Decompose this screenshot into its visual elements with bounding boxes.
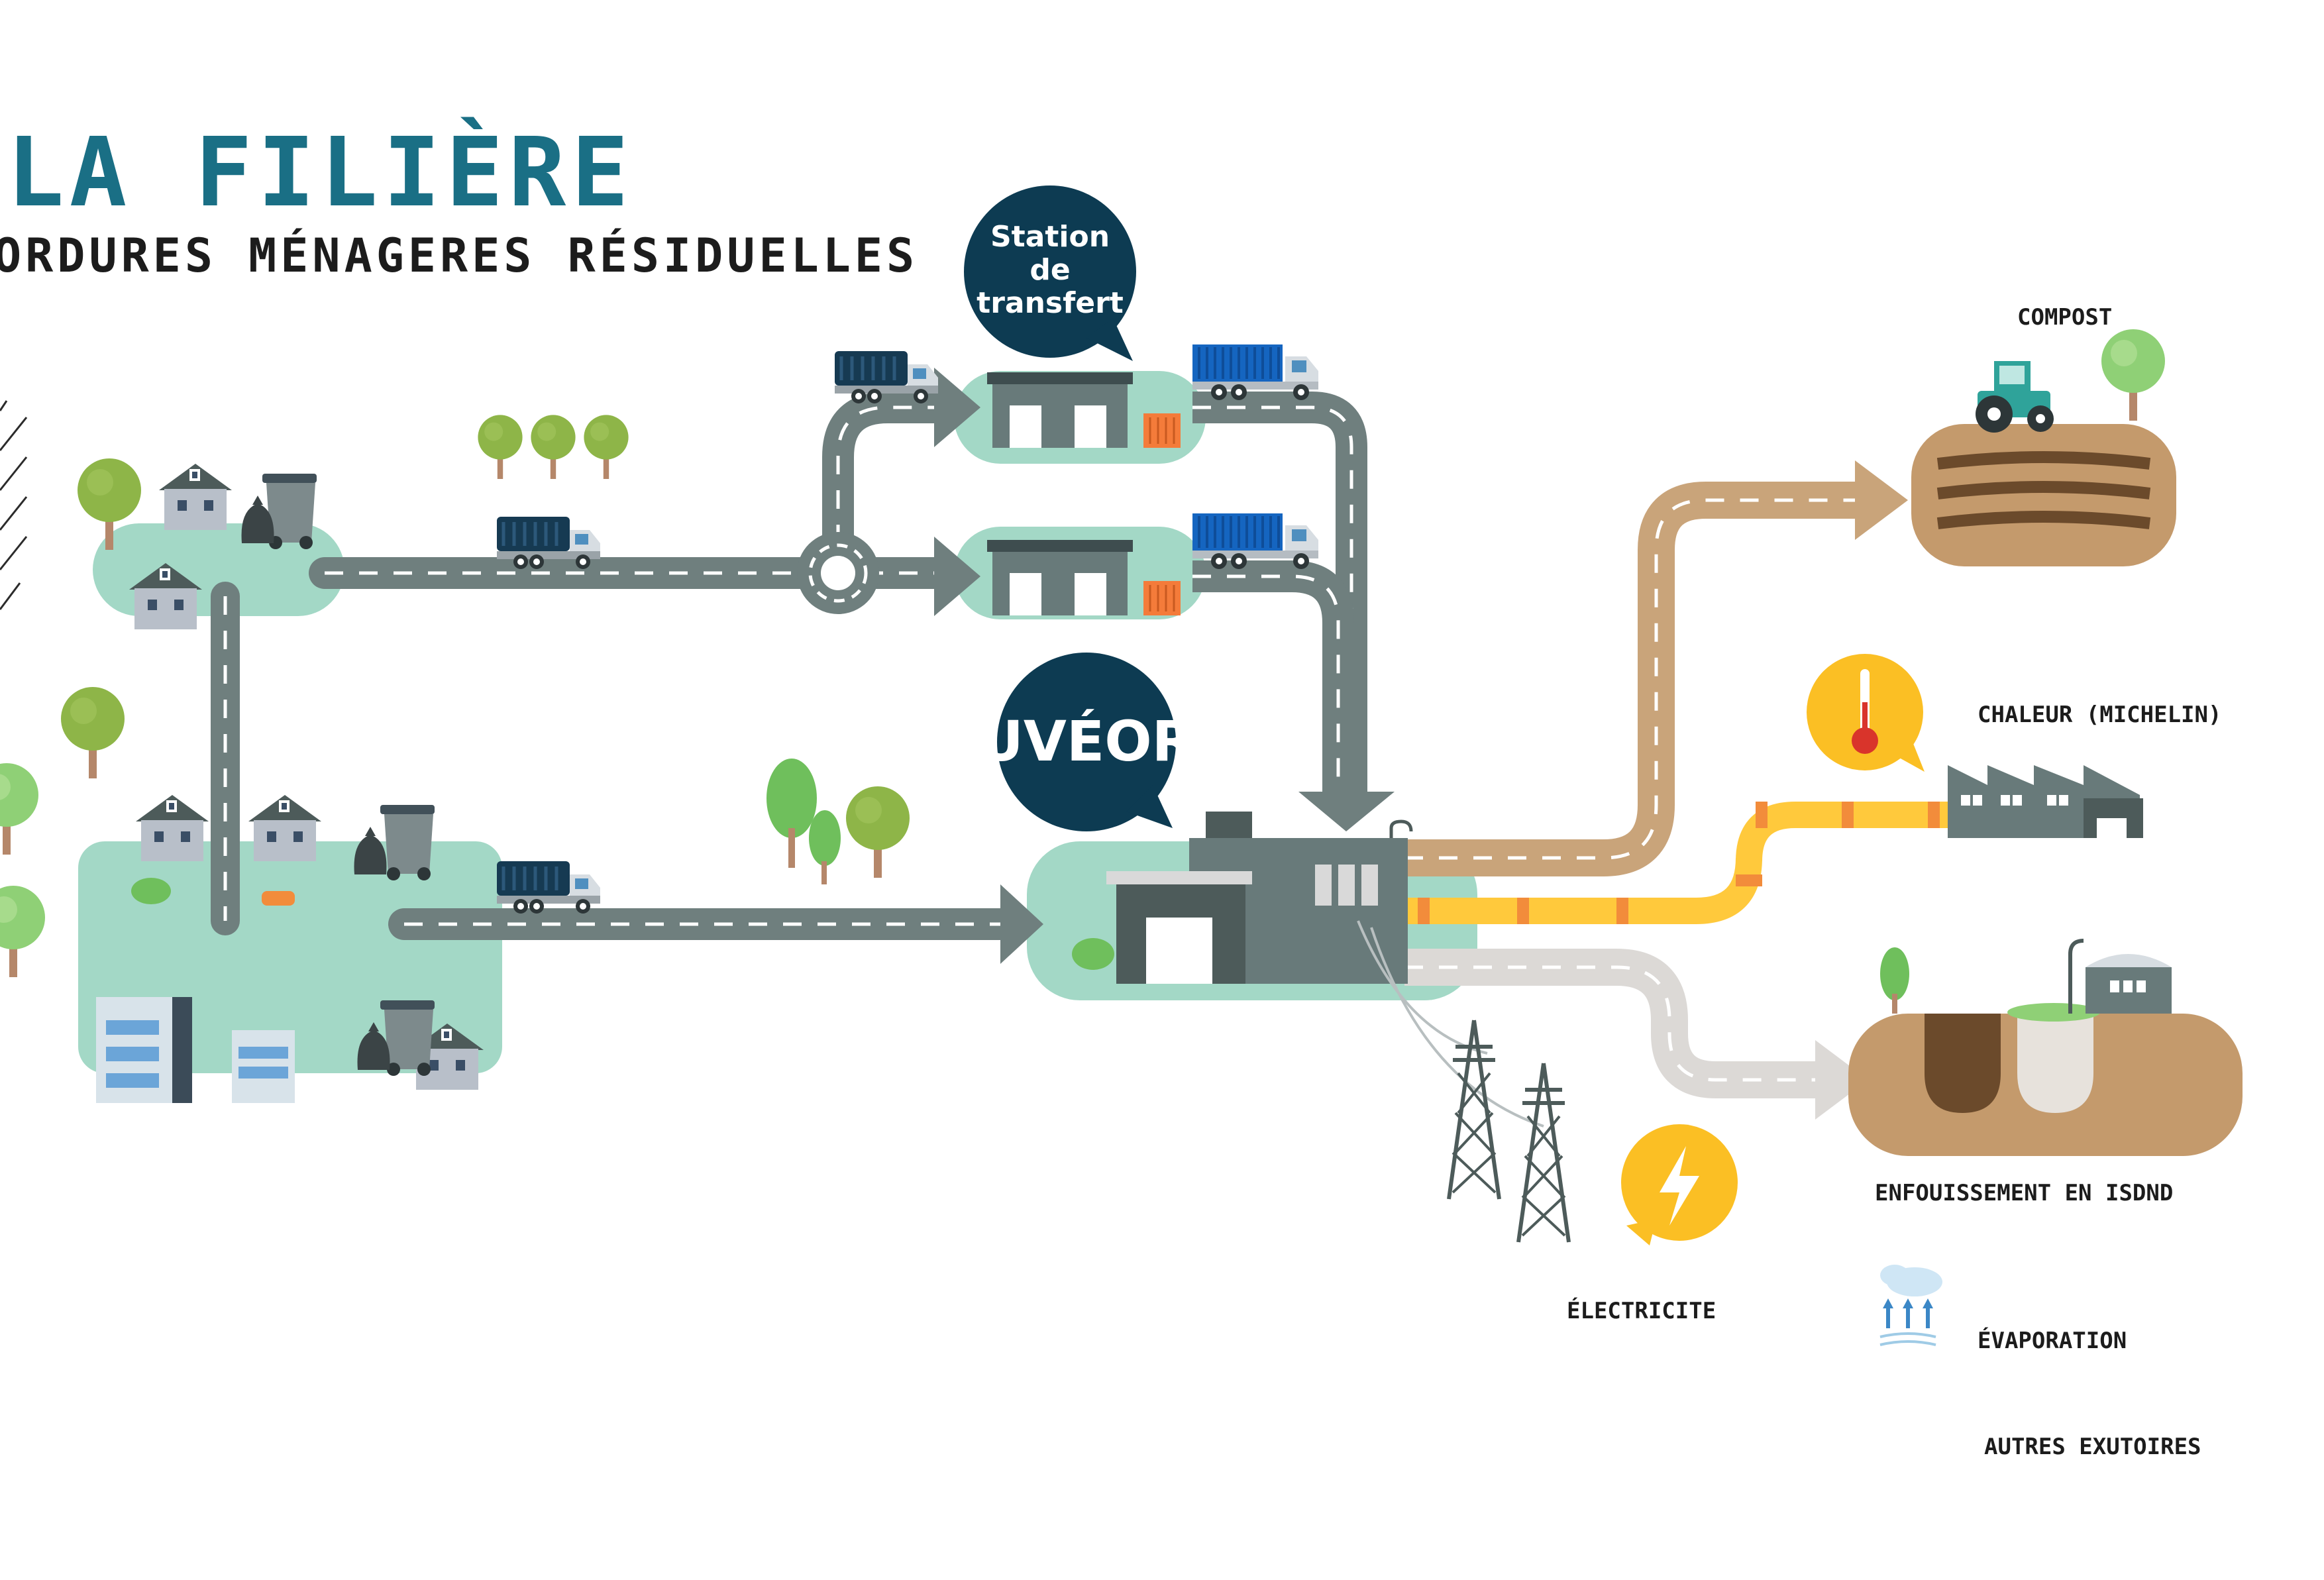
station-label-line3: transfert: [977, 286, 1124, 320]
evaporation-icon: [1879, 1265, 1942, 1346]
landfill-flow: [1404, 949, 1868, 1120]
factory-icon: [1072, 812, 1413, 984]
enfouissement-label: ENFOUISSEMENT EN ISDND: [1875, 1180, 2173, 1206]
electricite-label: ÉLECTRICITE: [1567, 1297, 1716, 1324]
village-bottom: [0, 687, 484, 1103]
thermometer-icon: [1807, 654, 1925, 772]
uveor-bubble: UVÉOR: [978, 653, 1195, 831]
heat-flow: [1404, 802, 1948, 924]
evaporation-label: ÉVAPORATION: [1978, 1327, 2127, 1354]
hatch-decoration: [0, 400, 28, 610]
page-title: LA FILIÈRE: [7, 117, 634, 228]
station-label-line1: Station: [990, 220, 1110, 254]
autres-exutoires-label: AUTRES EXUTOIRES: [1984, 1434, 2201, 1460]
tractor-icon: [1976, 361, 2054, 433]
michelin-factory: [1948, 765, 2143, 838]
road-trees: [478, 415, 910, 884]
compost-field: [1911, 329, 2176, 566]
landfill-icon: [1848, 939, 2243, 1156]
station-label-line2: de: [1030, 253, 1070, 287]
station-transfert-bubble: Station de transfert: [964, 185, 1136, 361]
lightning-icon: [1621, 1124, 1738, 1245]
page-subtitle: ORDURES MÉNAGERES RÉSIDUELLES: [0, 229, 918, 283]
compost-flow: [1404, 460, 1908, 876]
compost-label: COMPOST: [2017, 304, 2112, 331]
roundabout-icon: [797, 532, 879, 614]
container-truck-icon: [1191, 343, 1320, 570]
pylon-icon: [1357, 920, 1569, 1242]
road-network: [211, 392, 1367, 940]
uveor-label: UVÉOR: [978, 709, 1195, 774]
road-arrows: [934, 368, 1395, 964]
chaleur-label: CHALEUR (MICHELIN): [1978, 702, 2221, 728]
